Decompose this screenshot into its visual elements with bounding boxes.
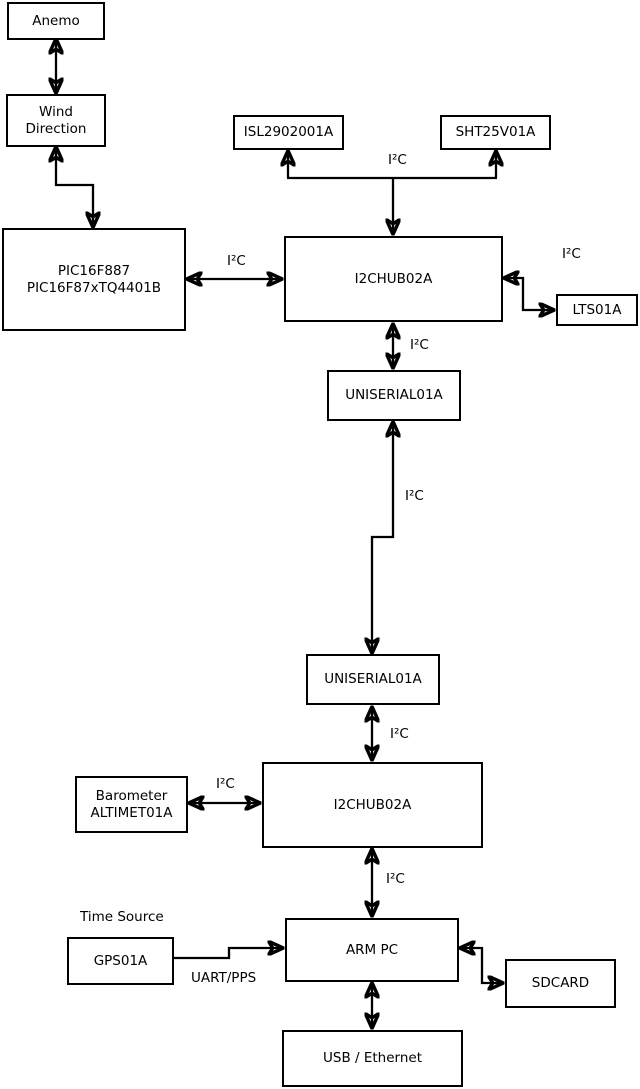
edge-label-i2c-hub2-armpc: I²C — [386, 871, 405, 887]
edge-armpc-sdcard — [461, 948, 502, 983]
node-barometer: Barometer ALTIMET01A — [75, 776, 188, 833]
node-sht-sensor-label: SHT25V01A — [455, 124, 536, 140]
node-lts-sensor-label: LTS01A — [572, 301, 622, 318]
node-arm-pc-label: ARM PC — [345, 941, 399, 958]
edge-wind-pic — [56, 148, 93, 226]
edge-label-i2c-barometer-hub2: I²C — [216, 776, 235, 792]
edge-label-i2c-hub1-uniserial1: I²C — [410, 337, 429, 353]
node-anemo: Anemo — [7, 2, 105, 40]
node-usb-ethernet-label: USB / Ethernet — [323, 1050, 422, 1066]
node-usb-ethernet: USB / Ethernet — [282, 1030, 463, 1087]
edge-uniserial1-uniserial2 — [372, 423, 393, 652]
node-arm-pc: ARM PC — [285, 918, 459, 982]
node-uniserial-1: UNISERIAL01A — [327, 370, 461, 421]
node-pic-mcu-label: PIC16F887 PIC16F87xTQ4401B — [26, 262, 162, 296]
node-anemo-label: Anemo — [32, 12, 80, 29]
edge-label-i2c-uniserial2-hub2: I²C — [390, 726, 409, 742]
node-sht-sensor: SHT25V01A — [440, 115, 551, 150]
node-lts-sensor: LTS01A — [556, 294, 638, 326]
edge-label-i2c-uniserial-link: I²C — [405, 488, 424, 504]
edge-label-i2c-pic-hub1: I²C — [227, 253, 246, 269]
edge-label-i2c-top-bus: I²C — [388, 152, 407, 168]
edge-label-i2c-hub1-lts: I²C — [562, 246, 581, 262]
node-sdcard-label: SDCARD — [531, 975, 590, 991]
node-isl-sensor-label: ISL2902001A — [243, 124, 334, 140]
node-barometer-label: Barometer ALTIMET01A — [90, 787, 173, 821]
node-gps: GPS01A — [67, 937, 174, 985]
node-gps-label: GPS01A — [93, 952, 148, 969]
edge-label-uart-pps: UART/PPS — [191, 970, 257, 986]
node-wind-direction: Wind Direction — [6, 94, 106, 147]
node-sdcard: SDCARD — [505, 959, 616, 1008]
edge-gps-armpc — [174, 948, 282, 960]
node-isl-sensor: ISL2902001A — [233, 115, 344, 150]
node-uniserial-2: UNISERIAL01A — [306, 654, 440, 705]
node-i2c-hub-2-label: I2CHUB02A — [333, 796, 412, 813]
node-i2c-hub-1-label: I2CHUB02A — [354, 270, 433, 287]
node-uniserial-2-label: UNISERIAL01A — [324, 671, 422, 687]
node-wind-direction-label: Wind Direction — [25, 103, 87, 137]
edge-hub1-lts — [505, 278, 553, 310]
node-uniserial-1-label: UNISERIAL01A — [345, 387, 443, 403]
node-i2c-hub-1: I2CHUB02A — [284, 236, 503, 322]
node-i2c-hub-2: I2CHUB02A — [262, 762, 483, 848]
node-pic-mcu: PIC16F887 PIC16F87xTQ4401B — [2, 228, 186, 331]
edge-label-time-source: Time Source — [80, 909, 164, 925]
